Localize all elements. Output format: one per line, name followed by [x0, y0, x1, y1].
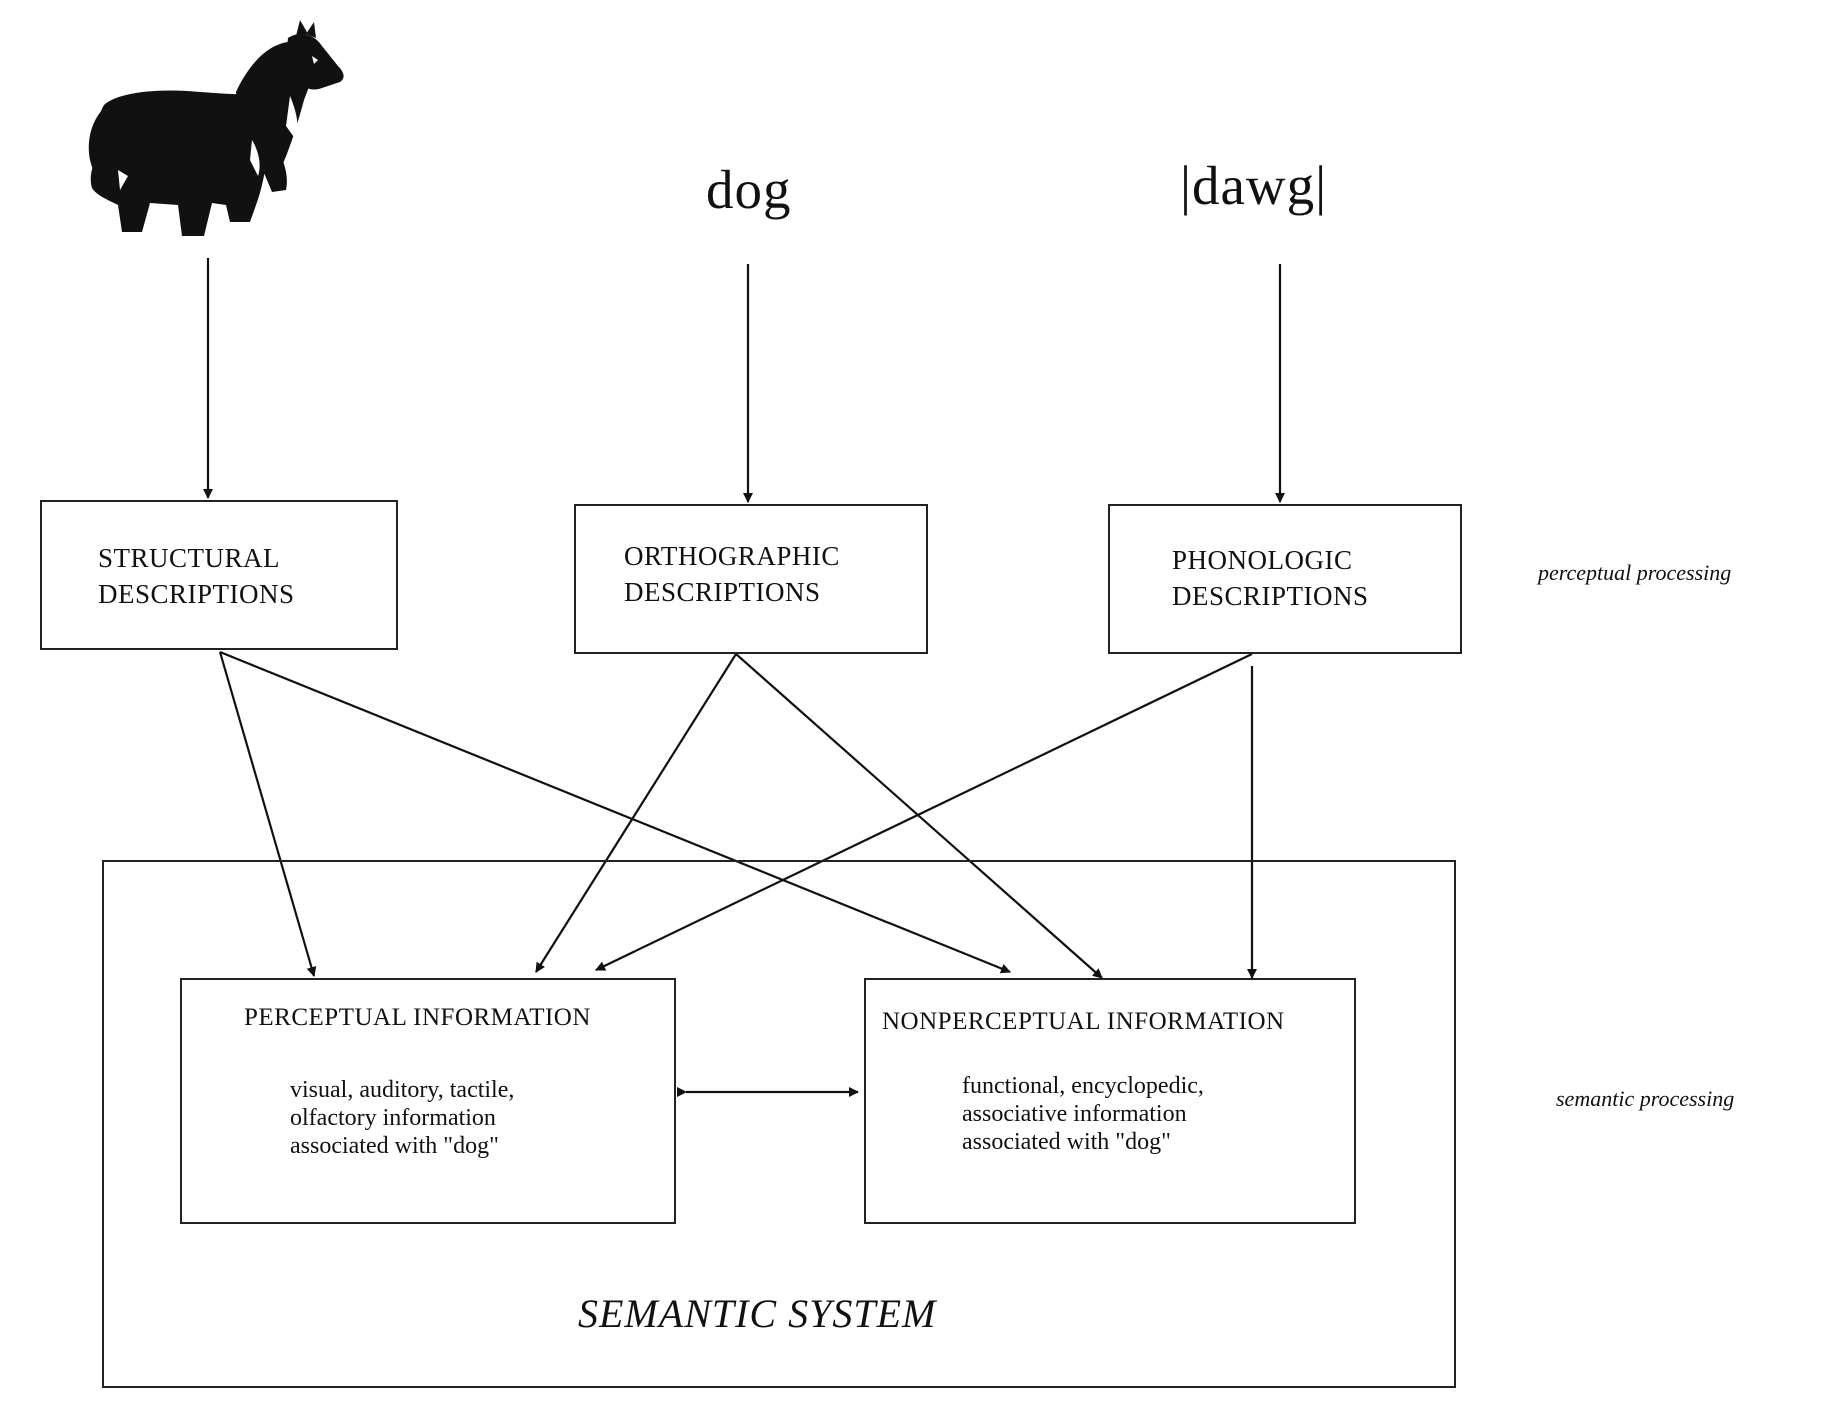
- phonologic-descriptions-box: PHONOLOGIC DESCRIPTIONS: [1108, 504, 1462, 654]
- nonperceptual-information-title: NONPERCEPTUAL INFORMATION: [882, 1008, 1285, 1035]
- semantic-system-box: [102, 860, 1456, 1388]
- semantic-system-title: SEMANTIC SYSTEM: [578, 1291, 937, 1336]
- structural-descriptions-label: STRUCTURAL DESCRIPTIONS: [98, 543, 295, 609]
- arrow-orthographic-to-perceptual-info: [535, 653, 737, 973]
- arrow-orthographic-to-nonperceptual-info: [735, 653, 1103, 979]
- structural-descriptions-box: STRUCTURAL DESCRIPTIONS: [40, 500, 398, 650]
- nonperceptual-information-box: NONPERCEPTUAL INFORMATION functional, en…: [864, 978, 1356, 1224]
- perceptual-information-box: PERCEPTUAL INFORMATION visual, auditory,…: [180, 978, 676, 1224]
- dog-fur-highlights: [118, 56, 318, 190]
- arrow-phonologic-to-perceptual-info: [595, 653, 1253, 971]
- dog-silhouette-icon: [88, 20, 344, 236]
- arrow-structural-to-nonperceptual-info: [219, 650, 1011, 974]
- written-word-stimulus: dog: [706, 159, 792, 220]
- perceptual-information-title: PERCEPTUAL INFORMATION: [244, 1004, 591, 1031]
- phonologic-descriptions-label: PHONOLOGIC DESCRIPTIONS: [1172, 545, 1369, 611]
- semantic-processing-label: semantic processing: [1556, 1086, 1735, 1111]
- nonperceptual-information-detail: functional, encyclopedic, associative in…: [962, 1073, 1204, 1155]
- perceptual-information-detail: visual, auditory, tactile, olfactory inf…: [290, 1077, 515, 1159]
- perceptual-processing-label: perceptual processing: [1538, 560, 1732, 585]
- spoken-word-stimulus: |dawg|: [1180, 155, 1328, 216]
- orthographic-descriptions-box: ORTHOGRAPHIC DESCRIPTIONS: [574, 504, 928, 654]
- orthographic-descriptions-label: ORTHOGRAPHIC DESCRIPTIONS: [624, 541, 840, 607]
- arrow-structural-to-perceptual-info: [218, 651, 317, 977]
